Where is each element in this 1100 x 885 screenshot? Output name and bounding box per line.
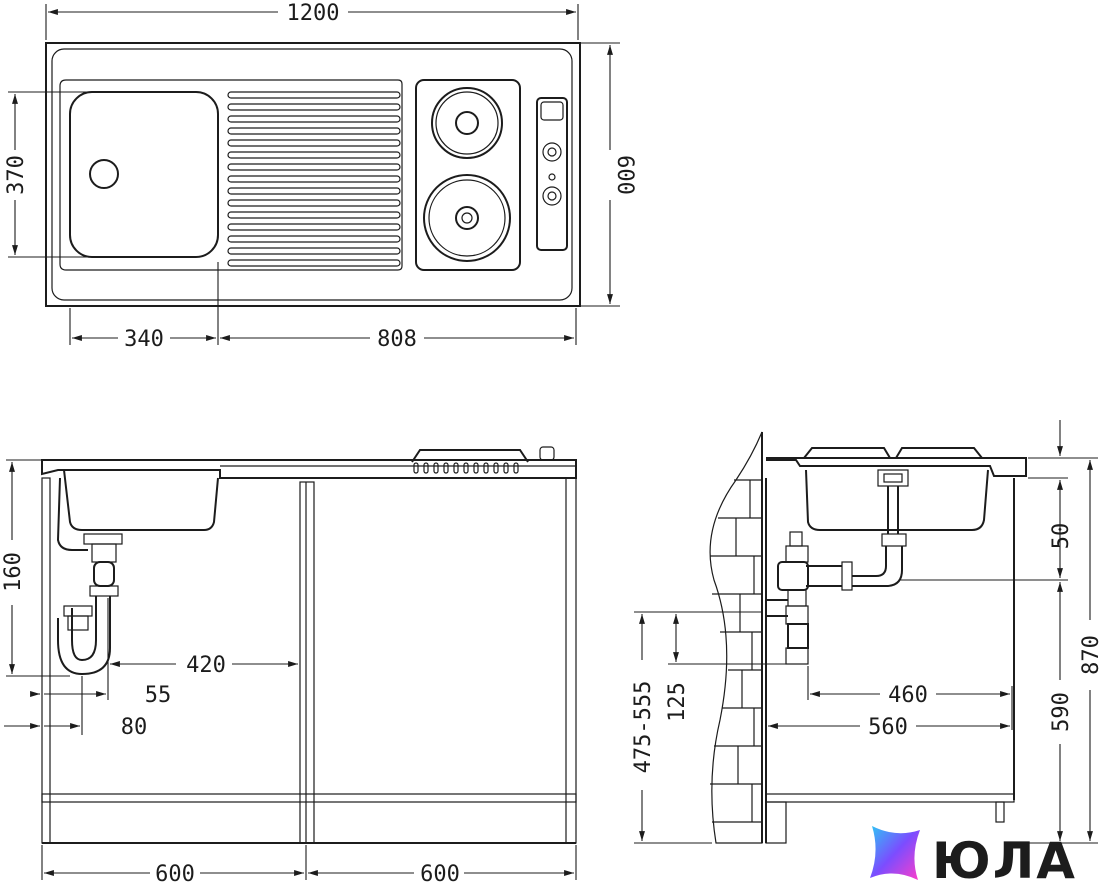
front-bowl [63, 469, 219, 531]
dim-label: 80 [121, 715, 148, 740]
brick-wall [709, 431, 763, 844]
dim-label: 808 [377, 327, 417, 352]
dim-label: 340 [124, 327, 164, 352]
dim-label: 370 [4, 155, 29, 195]
sink-outline [45, 42, 581, 307]
control-knob-icon [542, 186, 562, 206]
dim-label: 560 [868, 715, 908, 740]
cabinet-wall-middle [299, 481, 315, 844]
hotplate-small [431, 87, 503, 159]
side-bowl [805, 469, 989, 531]
dim-label: 475-555 [631, 681, 656, 774]
dim-bowl-depth: 370 [4, 91, 90, 258]
yula-logo: ЮЛА [870, 826, 1077, 885]
dim-label: 1200 [287, 1, 340, 26]
worktop [41, 459, 577, 479]
hotplate-large [423, 174, 511, 262]
dim-side-left: 475-555 125 [631, 611, 790, 844]
side-view: 50 590 870 460 560 475-555 [631, 420, 1100, 844]
brick-courses [710, 479, 762, 823]
logo-mark-icon [870, 826, 920, 880]
cabinet-wall-left [41, 477, 51, 844]
dim-bowl-height: 160 [1, 459, 70, 677]
dim-total-width: 1200 [45, 1, 579, 40]
dim-label: 600 [155, 862, 195, 885]
drainer-ribs [227, 91, 401, 267]
dim-label: 160 [1, 552, 26, 592]
dim-label: 420 [186, 653, 226, 678]
dim-bowl-drainer: 340 808 [69, 262, 577, 352]
dim-label: 55 [145, 683, 172, 708]
dim-label: 50 [1049, 523, 1074, 550]
sink-bowl [69, 91, 219, 258]
hob-vents [413, 462, 519, 474]
drain-hole [89, 159, 119, 189]
dim-label: 870 [1079, 635, 1100, 675]
dim-trap-offsets: 420 55 80 [4, 598, 298, 740]
dim-cabinets: 600 600 [41, 845, 577, 885]
plinth [41, 793, 577, 803]
control-knob-icon [542, 142, 562, 162]
dim-side-horizontal: 460 560 [768, 666, 1013, 740]
siphon-trap [56, 477, 123, 676]
logo-text: ЮЛА [932, 832, 1077, 885]
dim-depth: 600 [580, 42, 637, 307]
top-view [45, 42, 581, 307]
cabinet-wall-right [565, 477, 577, 844]
dim-label: 460 [888, 683, 928, 708]
dim-label: 590 [1049, 692, 1074, 732]
front-view: 160 420 55 80 600 600 [1, 446, 577, 885]
hob-panel [415, 79, 521, 271]
dim-label: 600 [420, 862, 460, 885]
dim-label: 125 [665, 682, 690, 722]
side-siphon [766, 531, 907, 665]
dim-label: 600 [612, 155, 637, 195]
side-worktop [766, 457, 1027, 477]
control-panel [536, 97, 568, 251]
dim-side-right: 50 590 870 [900, 420, 1100, 844]
